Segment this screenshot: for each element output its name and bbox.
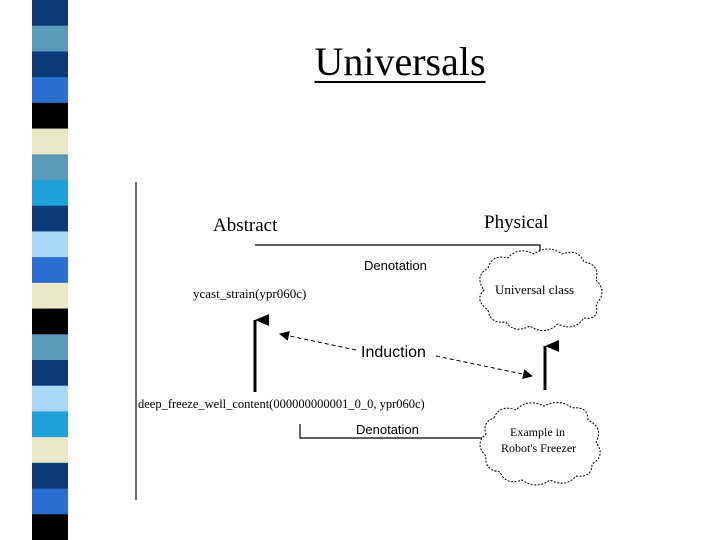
example-line-1: Example in [510, 425, 565, 439]
instance-term: deep_freeze_well_content(000000000001_0_… [138, 397, 425, 411]
slide-title: Universals [314, 39, 486, 84]
stripe-block [32, 0, 68, 27]
induction-arrow-left [279, 330, 357, 351]
stripe-block [32, 385, 68, 412]
stripe-block [32, 437, 68, 464]
universal-term: ycast_strain(ypr060c) [193, 286, 306, 301]
stripe-block [32, 77, 68, 104]
physical-label: Physical [484, 212, 548, 233]
stripe-block [32, 102, 68, 130]
universal-class-label: Universal class [495, 282, 574, 297]
denotation-bottom-line [299, 424, 482, 439]
induction-label: Induction [361, 344, 426, 361]
abstract-label: Abstract [213, 215, 278, 236]
example-cloud [479, 402, 601, 486]
denotation-top-line [255, 244, 541, 254]
stripe-block [32, 257, 68, 284]
stripe-block [32, 488, 68, 515]
stripe-block [32, 231, 68, 258]
stripe-block [32, 282, 68, 310]
induction-arrow-right [435, 355, 533, 380]
stripe-block [32, 51, 68, 78]
stripe-block [32, 462, 68, 490]
stripe-block [32, 334, 68, 361]
stripe-block [32, 360, 68, 387]
example-line-2: Robot's Freezer [501, 441, 576, 455]
stripe-block [32, 128, 68, 155]
stripe-block [32, 308, 68, 335]
stripe-block [32, 154, 68, 181]
stripe-block [32, 25, 68, 52]
stripe-block [32, 205, 68, 232]
universal-class-cloud [479, 248, 603, 331]
denotation-bottom-label: Denotation [356, 422, 419, 437]
denotation-top-label: Denotation [364, 258, 427, 273]
decorative-stripe [32, 0, 68, 540]
stripe-block [32, 411, 68, 438]
stripe-block [32, 180, 68, 207]
stripe-block [32, 514, 68, 540]
